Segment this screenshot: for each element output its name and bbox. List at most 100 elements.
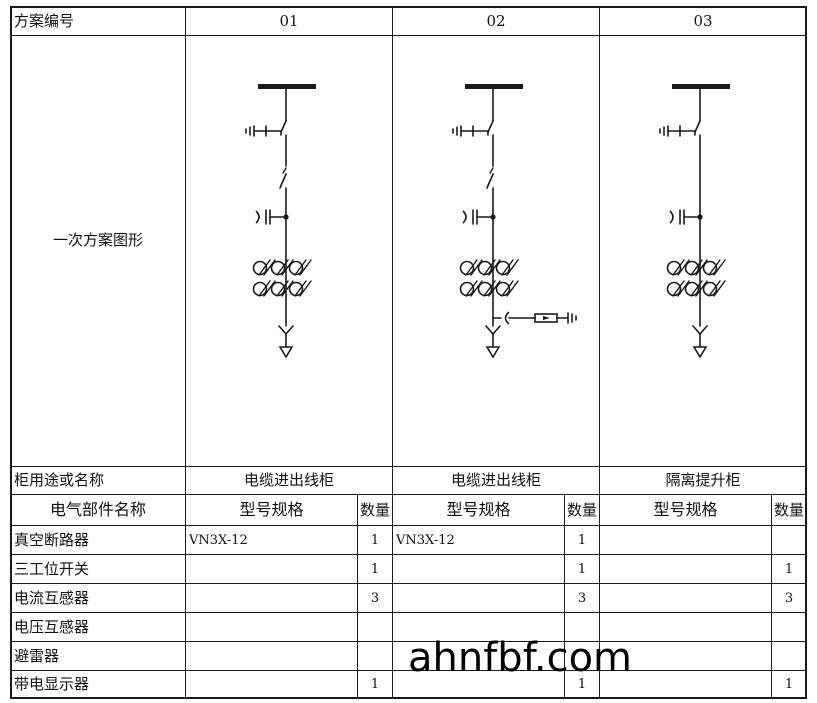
cable-termination [492,325,501,335]
grid-line [10,670,807,671]
qty-header-01: 数量 [359,500,390,519]
grid-line [10,494,807,495]
ct-hatch [501,259,514,276]
component-qty [772,526,806,554]
indicator-arc [255,210,260,224]
component-qty: 1 [577,561,587,577]
indicator-arc [462,210,467,224]
component-model [393,555,564,583]
component-qty [772,642,806,670]
grid-line [10,466,807,467]
component-name: 真空断路器 [14,530,90,549]
component-model: VN3X-12 [189,532,248,548]
component-model [600,584,771,612]
cable-end-triangle [485,346,501,359]
cable-end-triangle [278,346,294,359]
grid-line [185,6,186,699]
watermark: ahnfbf.com [408,635,633,681]
table-frame [10,6,807,699]
single-line-diagram-03 [659,84,730,359]
component-qty: 1 [784,561,794,577]
diagram-row-label: 一次方案图形 [52,230,143,249]
component-model [186,584,357,612]
busbar [465,84,523,89]
switch-blade [280,120,287,133]
component-qty: 3 [577,590,587,606]
ct-hatch [483,259,496,276]
component-qty: 1 [784,677,794,692]
component-qty: 1 [577,677,587,692]
component-model [186,555,357,583]
single-line-diagram-01 [245,84,316,359]
component-name: 电压互感器 [14,617,90,636]
component-model [186,671,357,698]
grid-line [10,612,807,613]
component-qty [772,613,806,641]
grid-line [10,641,807,642]
ct-hatch [506,280,519,297]
cable-termination [485,325,494,335]
grid-line [10,554,807,555]
grid-line [10,583,807,584]
scheme-no-01: 01 [279,11,299,30]
ct-hatch [708,259,721,276]
ct-hatch [276,259,289,276]
qty-header-02: 数量 [566,500,597,519]
ct-hatch [690,259,703,276]
purpose-row-label: 柜用途或名称 [14,471,105,489]
component-name: 避雷器 [14,646,60,665]
scheme-no-02: 02 [486,11,506,30]
ct-hatch [506,259,519,276]
ct-hatch [465,259,478,276]
purpose-03: 隔离提升柜 [665,471,741,489]
single-line-diagram-02 [452,84,577,359]
component-qty: 1 [577,532,587,548]
component-qty: 1 [370,561,380,577]
ct-hatch [299,259,312,276]
grid-line [771,494,772,699]
component-model [186,642,357,670]
ct-hatch [263,280,276,297]
busbar [258,84,316,89]
ct-hatch [465,280,478,297]
qty-header-03: 数量 [773,500,804,519]
component-qty: 3 [370,590,380,606]
switch-blade [487,120,494,133]
arrester-arrow [543,316,550,320]
component-qty [358,642,392,670]
scheme-no-label: 方案编号 [14,11,75,30]
component-qty: 1 [370,532,380,548]
purpose-02: 电缆进出线柜 [450,471,541,489]
ct-hatch [294,259,307,276]
component-name: 带电显示器 [14,675,90,693]
ct-hatch [690,280,703,297]
grid-line [357,494,358,699]
ct-hatch [713,259,726,276]
model-header-02: 型号规格 [446,500,511,519]
arrester-plug [504,311,510,325]
component-name-header: 电气部件名称 [49,500,146,519]
grid-line [599,6,600,699]
switch-blade [694,120,701,133]
cable-termination [285,325,294,335]
ct-hatch [299,280,312,297]
component-name: 电流互感器 [14,588,90,607]
ct-hatch [713,280,726,297]
ct-hatch [488,280,501,297]
component-model [600,555,771,583]
grid-line [564,494,565,699]
ct-hatch [258,259,271,276]
ct-hatch [281,259,294,276]
ct-hatch [294,280,307,297]
ct-hatch [258,280,271,297]
cable-termination [699,325,708,335]
ct-hatch [672,259,685,276]
model-header-03: 型号规格 [653,500,718,519]
model-header-01: 型号规格 [239,500,304,519]
component-model [186,613,357,641]
breaker-mark [282,167,287,174]
ct-hatch [672,280,685,297]
cable-end-triangle [692,346,708,359]
ct-hatch [276,280,289,297]
